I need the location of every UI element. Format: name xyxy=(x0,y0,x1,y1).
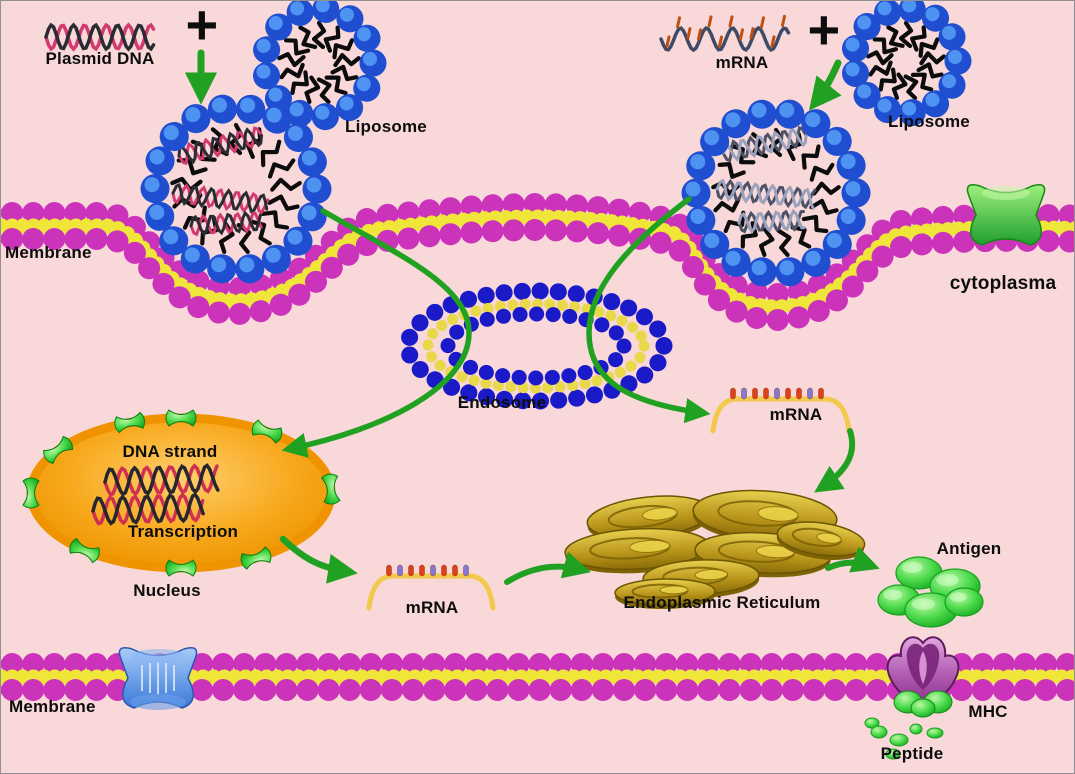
liposome-right xyxy=(840,1,972,127)
er-cisterna xyxy=(776,521,866,560)
liposome-tails xyxy=(866,20,946,101)
mrna-right-label: mRNA xyxy=(769,405,823,424)
cargo-strand xyxy=(721,125,808,163)
mrna-molecule xyxy=(659,14,791,53)
transcription-label: Transcription xyxy=(127,522,239,541)
mhc-molecule xyxy=(886,636,960,718)
channel-protein-blue xyxy=(118,647,198,710)
plus-icon: + xyxy=(807,0,841,61)
cargo-strand xyxy=(189,210,263,237)
mrna-strand xyxy=(366,564,496,611)
lipoplex-left xyxy=(140,93,332,285)
arrow-endosome-to-mrna xyxy=(586,196,711,424)
endoplasmic-reticulum xyxy=(564,489,866,610)
peptide-cluster xyxy=(864,717,944,760)
lipoplex-cargo xyxy=(171,125,817,237)
arrow-er-to-antigen xyxy=(825,546,880,573)
peptide-label: Peptide xyxy=(880,744,944,763)
channel-protein-green xyxy=(966,184,1046,246)
dna-strand-label: DNA strand xyxy=(122,442,218,461)
arrow-endosome-to-nucleus xyxy=(281,208,472,458)
mrna-bottom-label: mRNA xyxy=(405,598,459,617)
plasmid-dna-helix xyxy=(44,22,156,52)
pathway-arrows xyxy=(184,49,880,585)
lipoplex-right xyxy=(681,98,871,288)
plus-icon: + xyxy=(185,0,219,56)
antigen-label: Antigen xyxy=(936,539,1002,558)
nucleus-dna-helices xyxy=(91,463,220,526)
nucleus-label: Nucleus xyxy=(133,581,201,600)
mrna-strands xyxy=(366,387,852,611)
nuclear-pores xyxy=(22,409,341,577)
mhc-label: MHC xyxy=(968,702,1008,721)
arrow-mrna-to-er xyxy=(504,551,591,585)
cargo-strand xyxy=(177,126,263,166)
cargo-strand xyxy=(171,182,270,215)
antigen-cluster xyxy=(877,556,984,628)
liposome-left xyxy=(251,1,387,131)
mrna-strand xyxy=(710,387,852,434)
mrna-top-label: mRNA xyxy=(715,53,769,72)
liposome-left-label: Liposome xyxy=(345,117,427,136)
endosome-label: Endosome xyxy=(457,393,547,412)
er-cisterna xyxy=(614,578,716,610)
membrane-top-label: Membrane xyxy=(5,243,92,262)
arrow-mrna-right-to-er xyxy=(814,428,856,493)
cargo-strand xyxy=(715,178,817,210)
plasmid-dna-label: Plasmid DNA xyxy=(45,49,155,68)
painted-decorations xyxy=(22,14,984,760)
membrane-bottom-label: Membrane xyxy=(9,697,96,716)
liposome-right-label: Liposome xyxy=(888,112,970,131)
cytoplasma-label: cytoplasma xyxy=(949,273,1057,294)
dna-helix xyxy=(91,492,205,526)
arrow-nucleus-to-mrna xyxy=(279,535,358,584)
endoplasmic-reticulum-label: Endoplasmic Reticulum xyxy=(623,593,821,612)
liposome-tails xyxy=(277,20,361,104)
arrow-mix-right xyxy=(808,59,842,111)
dna-helix xyxy=(103,463,220,497)
cargo-strand xyxy=(737,208,806,234)
endosome xyxy=(399,282,673,410)
